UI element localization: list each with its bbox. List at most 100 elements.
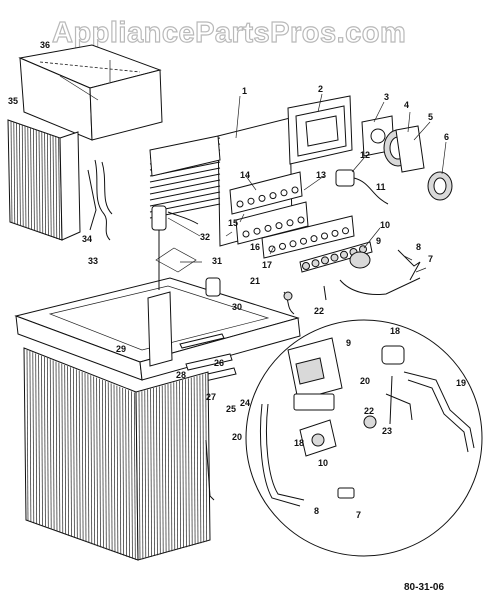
callout-22: 22 [314,306,324,316]
hatch-line [202,374,205,543]
burner-manifold-assembly [229,171,355,259]
hatch-line [153,387,155,557]
hatch-line [24,125,27,229]
hatch-line [179,380,181,549]
hatch-line [55,361,58,532]
hatch-line [141,391,144,560]
callout-1: 1 [242,86,247,96]
callout-labels: 1 2 3 4 5 6 7 8 9 10 11 12 13 14 15 16 1… [8,40,466,520]
pressure-switch [335,169,389,205]
hole [321,256,329,265]
callout-10-detail: 10 [318,458,328,468]
hatch-line [90,375,93,545]
hatch-line [49,359,52,530]
hatch-line [116,385,119,554]
hatch-line [149,185,221,201]
callout-6: 6 [444,132,449,142]
hole [330,253,339,262]
hatch-line [93,376,96,546]
callout-7-detail: 7 [356,510,361,520]
hatch-line [164,384,167,553]
callout-30: 30 [232,302,242,312]
hatch-line [33,128,35,232]
hatch-line [205,373,208,542]
hatch-line [102,379,104,549]
callout-20-detail: 20 [360,376,370,386]
hatch-line [193,376,196,545]
hole [342,227,349,235]
hole [269,192,277,200]
hole [310,235,318,243]
hatch-line [32,352,35,524]
callout-19: 19 [456,378,466,388]
wire-harness [87,159,113,241]
hatch-line [131,391,133,559]
hatch-line [58,137,60,241]
hatch-line [149,179,221,195]
callout-8-detail: 8 [314,506,319,516]
hatch-line [55,136,58,240]
callout-10: 10 [380,220,390,230]
hatch-line [187,378,190,547]
leader-lines [59,75,447,273]
hatch-line [113,384,116,553]
hatch-line [46,358,49,529]
callout-22-detail: 22 [364,406,374,416]
detail-circle [245,319,483,557]
hatch-line [35,129,38,233]
blower-wheel [383,125,425,173]
hole [247,197,255,205]
hatch-line [10,120,13,224]
hatch-line [144,390,147,559]
hatch-line [52,135,55,239]
hatch-line [170,383,173,552]
hatch-line [199,375,202,544]
hole [331,229,339,237]
fan-motor-mount [147,205,199,367]
callout-7: 7 [428,254,433,264]
inducer-housing [287,95,353,165]
hole [321,232,328,240]
hatch-line [19,123,21,227]
flame-sensor [283,291,295,315]
hole [236,200,244,208]
callout-5: 5 [428,112,433,122]
hole [340,250,348,259]
callout-24: 24 [240,398,250,408]
callout-23: 23 [382,426,392,436]
hatch-line [78,370,81,540]
hatch-line [133,392,136,560]
hatch-line [190,377,193,546]
callout-34: 34 [82,234,92,244]
hatch-line [107,382,110,551]
hatch-line [13,121,16,225]
callout-21: 21 [250,276,260,286]
hole [286,219,294,227]
hatch-line [110,383,113,552]
callout-20-coil: 20 [232,432,242,442]
hatch-line [119,386,122,555]
hatch-line [75,369,78,539]
hatch-line [49,134,52,238]
hole [258,194,266,202]
hatch-line [196,375,199,545]
hole [268,245,276,253]
hatch-line [149,173,221,189]
hatch-line [185,379,187,548]
callout-35: 35 [8,96,18,106]
hatch-line [147,389,150,558]
hatch-line [26,349,29,522]
hatch-line [70,367,72,537]
hatch-line [41,355,43,527]
hatch-line [35,353,38,525]
hatch-line [87,374,90,544]
callout-14: 14 [240,170,250,180]
hatch-line [73,368,75,538]
hole [280,189,288,197]
bottom-condenser-coil [23,347,211,561]
hatch-line [182,379,184,549]
hatch-line [173,382,176,551]
gas-manifold [299,241,373,273]
hatch-line [149,191,221,207]
callout-13: 13 [316,170,326,180]
